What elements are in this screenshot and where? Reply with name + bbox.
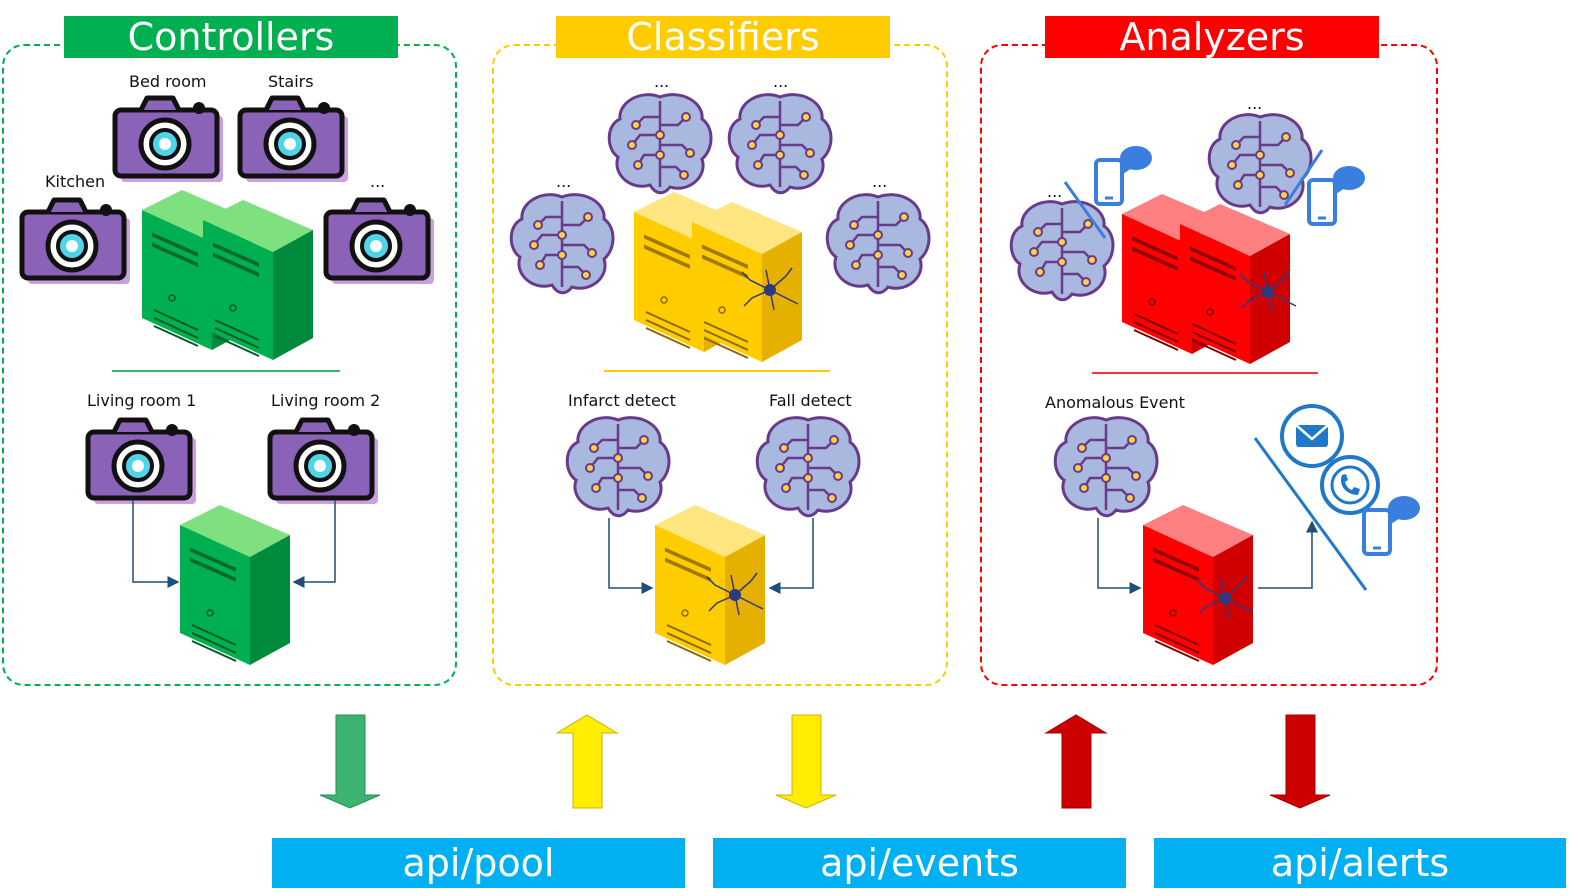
kitchen-camera xyxy=(22,200,130,284)
brain-left xyxy=(509,193,615,295)
brain-fall xyxy=(755,416,861,518)
living-room-2-camera xyxy=(270,420,378,504)
fall-detect-label: Fall detect xyxy=(769,391,852,410)
arrow-up-events-analyzers xyxy=(1044,714,1108,809)
analyzer-server-3 xyxy=(1142,504,1254,666)
slash-2 xyxy=(1283,149,1324,206)
brain-more-label-5: ... xyxy=(1247,94,1263,113)
anomalous-event-label: Anomalous Event xyxy=(1045,393,1185,412)
analyzers-title: Analyzers xyxy=(1045,16,1379,58)
classifiers-title: Classifiers xyxy=(556,16,890,58)
infarct-detect-label: Infarct detect xyxy=(568,391,676,410)
stairs-camera xyxy=(240,98,348,182)
brain-top-left xyxy=(607,93,713,195)
brain-right xyxy=(825,193,931,295)
controller-server-3 xyxy=(179,504,291,666)
brain-infarct xyxy=(565,416,671,518)
bed-room-camera xyxy=(115,98,223,182)
arrow-up-events-classifiers xyxy=(555,714,619,809)
brain-anomalous xyxy=(1053,416,1159,518)
connector-infarct xyxy=(608,518,654,594)
controllers-title: Controllers xyxy=(64,16,398,58)
arrow-down-alerts xyxy=(1269,714,1331,809)
more-camera xyxy=(326,200,434,284)
brain-analyzer-top xyxy=(1207,113,1313,215)
brain-more-label-3: ... xyxy=(556,172,572,191)
brain-more-label-2: ... xyxy=(773,72,789,91)
brain-top-right xyxy=(727,93,833,195)
api-pool-bar: api/pool xyxy=(272,838,685,888)
connector-anomalous xyxy=(1097,518,1142,594)
arrow-down-events-classifiers xyxy=(775,714,837,809)
connector-fall xyxy=(768,518,814,594)
living-room-1-label: Living room 1 xyxy=(87,391,197,410)
connector-alerts xyxy=(1258,520,1318,589)
kitchen-label: Kitchen xyxy=(45,172,106,191)
email-icon xyxy=(1280,404,1344,468)
slash-1 xyxy=(1063,181,1107,239)
api-alerts-bar: api/alerts xyxy=(1154,838,1566,888)
arrow-down-pool xyxy=(319,714,381,809)
connector-lr1 xyxy=(132,500,180,588)
brain-more-label-6: ... xyxy=(1047,182,1063,201)
brain-more-label-4: ... xyxy=(872,172,888,191)
phone-chat-icon xyxy=(1094,144,1154,206)
call-icon xyxy=(1320,455,1380,515)
phone-chat-icon-2 xyxy=(1307,164,1367,226)
connector-lr2 xyxy=(292,500,336,588)
bed-room-label: Bed room xyxy=(129,72,207,91)
living-room-2-label: Living room 2 xyxy=(271,391,381,410)
api-events-bar: api/events xyxy=(713,838,1126,888)
alerts-slash xyxy=(1253,437,1368,591)
classifier-server-3 xyxy=(654,504,766,666)
brain-analyzer-left xyxy=(1009,200,1115,302)
brain-more-label-1: ... xyxy=(654,72,670,91)
stairs-label: Stairs xyxy=(268,72,314,91)
living-room-1-camera xyxy=(88,420,196,504)
camera-more-label: ... xyxy=(370,172,386,191)
